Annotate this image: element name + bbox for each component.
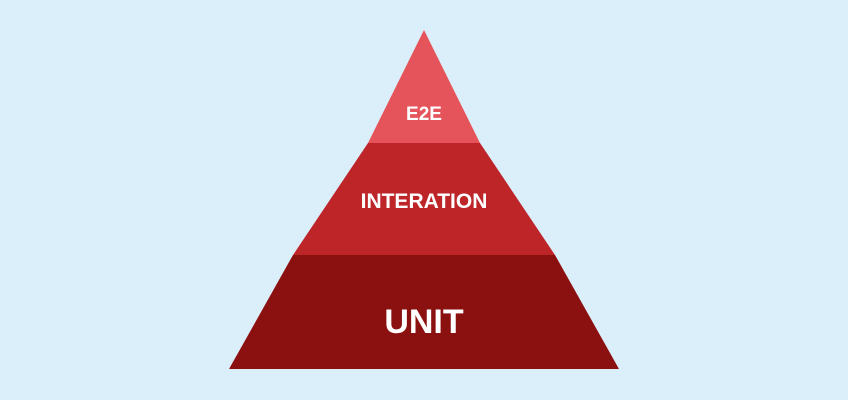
- pyramid-layer-unit: [229, 255, 619, 369]
- pyramid-label-e2e: E2E: [406, 104, 442, 125]
- pyramid-label-unit: UNIT: [384, 303, 464, 341]
- pyramid-layer-interation: [293, 143, 555, 255]
- pyramid-layer-e2e: [368, 30, 480, 143]
- pyramid-label-interation: INTERATION: [361, 190, 488, 213]
